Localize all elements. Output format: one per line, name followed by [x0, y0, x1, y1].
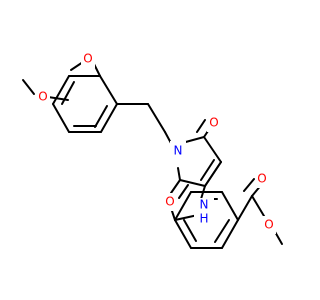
bond — [243, 178, 255, 192]
bond — [183, 219, 197, 242]
bond — [221, 191, 239, 221]
bond — [204, 161, 222, 187]
bond — [177, 167, 181, 181]
bond — [237, 195, 253, 221]
bond — [214, 219, 230, 243]
oxygen-label: O — [38, 90, 47, 104]
nitrogen-label: N — [200, 198, 209, 212]
atom-labels: O O N O O N H O O — [36, 50, 276, 234]
bond — [174, 219, 192, 249]
bond — [174, 191, 192, 221]
bond — [22, 79, 35, 95]
bond — [100, 103, 118, 133]
molecule-svg: O O N O O N H O O — [22, 50, 283, 249]
bond — [52, 75, 70, 105]
bond — [147, 103, 166, 133]
oxygen-label: O — [257, 172, 266, 186]
molecule-drawing: O O N O O N H O O — [22, 50, 283, 249]
bond — [99, 75, 118, 105]
oxygen-label: O — [83, 52, 92, 66]
bond — [170, 179, 181, 194]
bond — [203, 136, 222, 163]
hydrogen-label: H — [199, 212, 208, 226]
oxygen-label: O — [165, 195, 174, 209]
oxygen-label: O — [209, 116, 218, 130]
oxygen-label: O — [264, 218, 273, 232]
bond — [178, 184, 189, 199]
bond — [52, 103, 70, 133]
bond — [179, 179, 206, 187]
bond — [200, 159, 215, 181]
bond — [196, 119, 206, 133]
bond — [171, 210, 176, 221]
bond — [61, 81, 75, 105]
bond-layer — [22, 59, 283, 249]
bond — [94, 105, 108, 128]
bond — [221, 219, 239, 249]
nitrogen-label: N — [174, 144, 183, 158]
